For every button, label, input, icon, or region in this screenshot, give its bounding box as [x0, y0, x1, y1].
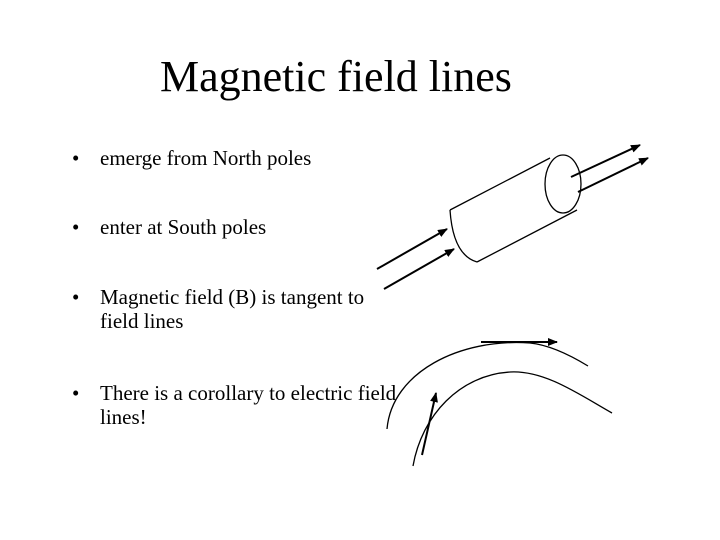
- incoming-field-arrows: [376, 228, 455, 290]
- cylinder-top-edge: [449, 157, 551, 211]
- slide-title: Magnetic field lines: [160, 52, 512, 101]
- bullet-marker: •: [72, 285, 80, 309]
- bullet-item-3: • Magnetic field (B) is tangent to field …: [72, 285, 400, 333]
- bullet-item-4: • There is a corollary to electric field …: [72, 381, 400, 429]
- field-line-inner: [412, 371, 613, 467]
- bullet-marker: •: [72, 381, 80, 405]
- cylinder-bottom-edge: [476, 209, 578, 263]
- arrow-icon: [383, 248, 455, 290]
- bullet-marker: •: [72, 215, 80, 239]
- bullet-text: There is a corollary to electric field l…: [100, 381, 397, 429]
- bullet-item-2: • enter at South poles: [72, 215, 400, 239]
- bullet-text: Magnetic field (B) is tangent to field l…: [100, 285, 365, 333]
- bullet-text: emerge from North poles: [100, 146, 312, 170]
- arrow-icon: [376, 228, 448, 270]
- curved-field-lines: [386, 341, 613, 467]
- cylinder-front-end: [544, 154, 582, 214]
- bullet-text: enter at South poles: [100, 215, 267, 239]
- arrow-icon: [577, 157, 649, 193]
- field-line-outer: [386, 341, 589, 430]
- arrow-icon: [570, 144, 641, 178]
- outgoing-field-arrows: [570, 144, 649, 193]
- bar-magnet-cylinder: [449, 154, 582, 263]
- tangent-arrows: [421, 338, 558, 456]
- bullet-item-1: • emerge from North poles: [72, 146, 400, 170]
- bullet-marker: •: [72, 146, 80, 170]
- tangent-arrow-icon: [421, 392, 438, 456]
- cylinder-back-end: [449, 209, 478, 263]
